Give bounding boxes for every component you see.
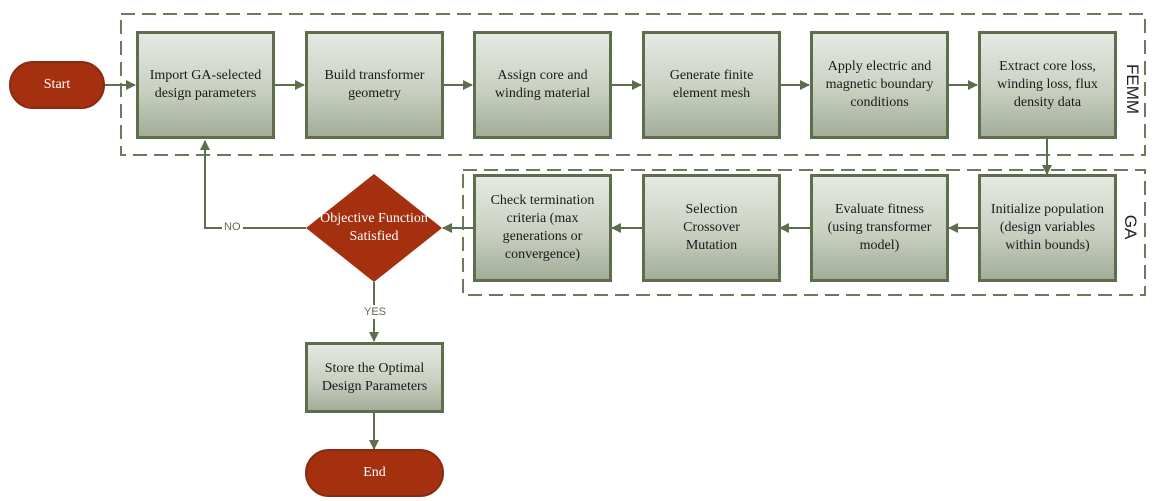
node-label: Apply electric and magnetic boundary con… [825,59,934,110]
node-label: Initialize population (design variables … [990,202,1105,253]
node-label: Build transformer geometry [324,68,425,101]
group-label-ga: GA [1121,214,1140,240]
node-label: Store the Optimal Design Parameters [321,360,428,394]
node-evaluate-fitness: Evaluate fitness (using transformer mode… [810,174,949,282]
node-import-parameters: Import GA-selected design parameters [136,31,275,139]
start-terminal: Start [9,61,105,109]
node-boundary-conditions: Apply electric and magnetic boundary con… [810,31,949,139]
edge-label-no: NO [222,221,243,233]
start-label: Start [43,77,71,92]
node-selection-crossover-mutation: Selection Crossover Mutation [642,174,781,282]
ga-group-box [462,169,1146,296]
node-label: Extract core loss, winding loss, flux de… [997,59,1098,110]
node-label: Check termination criteria (max generati… [490,193,595,262]
node-check-termination: Check termination criteria (max generati… [473,174,612,282]
arrow-no-loop [200,140,306,229]
node-label: Evaluate fitness (using transformer mode… [827,202,932,253]
node-generate-mesh: Generate finite element mesh [642,31,781,139]
edge-label-yes: YES [364,305,387,319]
node-label: Generate finite element mesh [669,68,754,101]
node-assign-material: Assign core and winding material [473,31,612,139]
node-label: Import GA-selected design parameters [149,68,262,101]
node-label: Selection Crossover Mutation [683,202,740,253]
end-label: End [363,465,386,480]
node-label: Assign core and winding material [494,68,591,101]
end-terminal: End [305,449,444,497]
decision-diamond [306,174,442,282]
node-build-geometry: Build transformer geometry [305,31,444,139]
node-extract-losses: Extract core loss, winding loss, flux de… [978,31,1117,139]
decision-label: Objective Function Satisfied [320,211,428,244]
node-initialize-population: Initialize population (design variables … [978,174,1117,282]
node-store-optimal: Store the Optimal Design Parameters [305,342,444,413]
group-label-femm: FEMM [1123,64,1142,115]
